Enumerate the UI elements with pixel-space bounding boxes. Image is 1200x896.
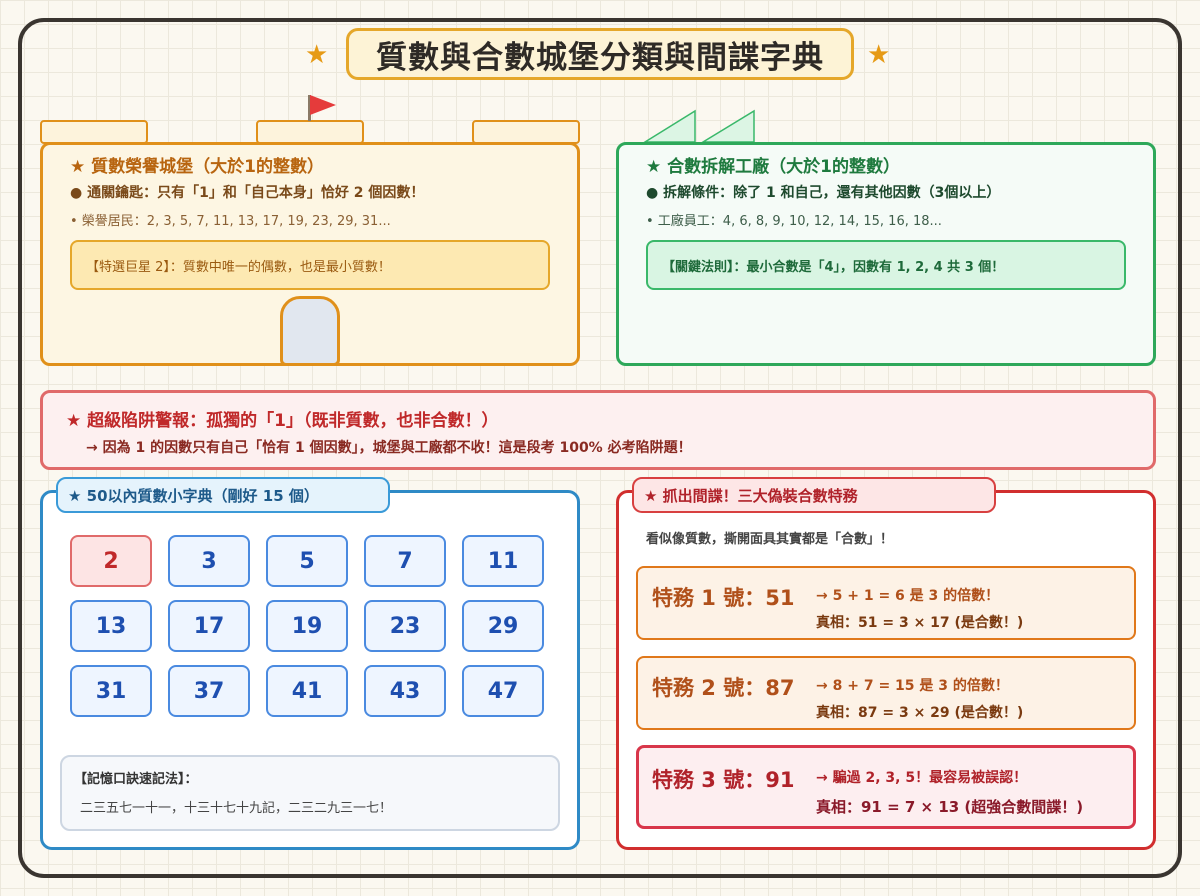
prime-tile: 11 <box>462 535 544 587</box>
castle-note: 【特選巨星 2】：質數中唯一的偶數，也是最小質數！ <box>70 240 550 290</box>
spy-mission-card: 特務 3 號：91 → 騙過 2, 3, 5！最容易被誤認！ 真相：91 = 7… <box>636 745 1136 829</box>
castle-tower-right <box>472 120 580 144</box>
castle-residents: • 榮譽居民：2, 3, 5, 7, 11, 13, 17, 19, 23, 2… <box>70 214 391 229</box>
warning-text: → 因為 1 的因數只有自己「恰有 1 個因數」，城堡與工廠都不收！這是段考 1… <box>86 440 692 456</box>
castle-rule: ● 通關鑰匙：只有「1」和「自己本身」恰好 2 個因數！ <box>70 185 425 201</box>
prime-tile: 31 <box>70 665 152 717</box>
castle-gate <box>280 296 340 366</box>
spy-mission-card: 特務 2 號：87 → 8 + 7 = 15 是 3 的倍數！ 真相：87 = … <box>636 656 1136 730</box>
prime-tile: 41 <box>266 665 348 717</box>
memory-mnemonic-box <box>60 755 560 831</box>
mission-label: 特務 1 號：51 <box>652 586 795 610</box>
page-title: 質數與合數城堡分類與間諜字典 <box>346 28 854 80</box>
flag-pole <box>308 95 311 121</box>
mission-truth: 真相：91 = 7 × 13 (超強合數間諜！) <box>816 798 1084 816</box>
star-icon: ★ <box>305 40 329 70</box>
factory-rule: ● 拆解條件：除了 1 和自己，還有其他因數（3個以上） <box>646 185 1001 201</box>
trap-warning-panel <box>40 390 1156 470</box>
prime-tile: 47 <box>462 665 544 717</box>
dictionary-tab: ★ 50以內質數小字典（剛好 15 個） <box>56 477 390 513</box>
factory-heading: ★ 合數拆解工廠（大於1的整數） <box>646 157 900 177</box>
mission-truth: 真相：87 = 3 × 29 (是合數！) <box>816 705 1024 721</box>
prime-tile: 5 <box>266 535 348 587</box>
prime-tile: 3 <box>168 535 250 587</box>
spy-intro: 看似像質數，撕開面具其實都是「合數」！ <box>646 532 894 547</box>
prime-tile: 23 <box>364 600 446 652</box>
factory-workers: • 工廠員工：4, 6, 8, 9, 10, 12, 14, 15, 16, 1… <box>646 214 942 229</box>
board-frame <box>18 18 1182 878</box>
mission-hint: → 騙過 2, 3, 5！最容易被誤認！ <box>816 770 1028 786</box>
castle-heading: ★ 質數榮譽城堡（大於1的整數） <box>70 157 324 177</box>
factory-roof-icon <box>642 109 755 143</box>
castle-tower-left <box>40 120 148 144</box>
mission-hint: → 8 + 7 = 15 是 3 的倍數！ <box>816 678 1009 694</box>
prime-tile: 17 <box>168 600 250 652</box>
flag-icon <box>310 95 336 115</box>
mission-label: 特務 3 號：91 <box>652 768 795 792</box>
factory-note: 【關鍵法則】：最小合數是「4」，因數有 1, 2, 4 共 3 個！ <box>646 240 1126 290</box>
prime-tile: 13 <box>70 600 152 652</box>
mission-label: 特務 2 號：87 <box>652 676 795 700</box>
warning-heading: ★ 超級陷阱警報：孤獨的「1」（既非質數，也非合數！） <box>66 411 499 431</box>
memo-text: 二三五七一十一，十三十七十九記，二三二九三一七！ <box>80 801 393 816</box>
prime-tile: 37 <box>168 665 250 717</box>
spy-tab: ★ 抓出間諜！三大偽裝合數特務 <box>632 477 996 513</box>
prime-tile: 7 <box>364 535 446 587</box>
prime-tile: 43 <box>364 665 446 717</box>
castle-tower-middle <box>256 120 364 144</box>
prime-tile: 2 <box>70 535 152 587</box>
prime-tile: 29 <box>462 600 544 652</box>
spy-mission-card: 特務 1 號：51 → 5 + 1 = 6 是 3 的倍數！ 真相：51 = 3… <box>636 566 1136 640</box>
mission-hint: → 5 + 1 = 6 是 3 的倍數！ <box>816 588 1000 604</box>
prime-tile: 19 <box>266 600 348 652</box>
star-icon: ★ <box>867 40 891 70</box>
mission-truth: 真相：51 = 3 × 17 (是合數！) <box>816 615 1024 631</box>
memo-title: 【記憶口訣速記法】： <box>74 772 198 787</box>
